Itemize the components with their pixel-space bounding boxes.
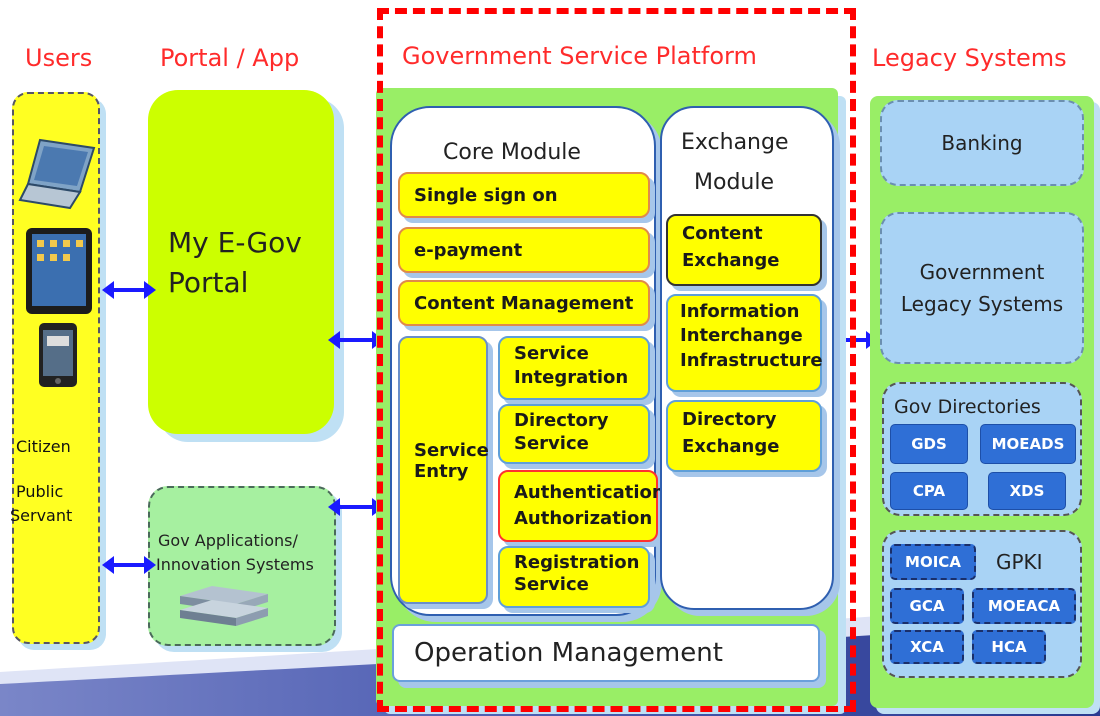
directory-service-line-1: Directory (514, 410, 609, 431)
registration-line-2: Service (514, 573, 589, 595)
directory-exchange: Directory Exchange (666, 400, 822, 472)
iii-line-1: Information (680, 301, 800, 322)
iii-line-3: Infrastructure (680, 349, 823, 371)
laptop-icon (18, 138, 96, 210)
gca-chip: GCA (890, 588, 964, 624)
platform-dashed-border (377, 8, 856, 712)
service-integration: Service Integration (498, 336, 650, 400)
core-module-title: Core Module (443, 140, 581, 165)
banking-box: Banking (880, 100, 1084, 186)
service-entry-line-2: Entry (414, 461, 469, 482)
service-integration-line-2: Integration (514, 367, 629, 389)
gov-apps-label-1: Gov Applications/ (158, 531, 298, 550)
service-integration-line-1: Service (514, 343, 589, 364)
authentication-line: Authentication (514, 482, 665, 503)
label-public: Public (16, 482, 64, 501)
exchange-title-2: Module (694, 170, 774, 195)
content-exchange-line-2: Exchange (682, 250, 780, 271)
exchange-title-1: Exchange (681, 130, 789, 155)
label-citizen: Citizen (16, 437, 71, 456)
label-servant: Servant (10, 506, 73, 525)
header-legacy: Legacy Systems (872, 44, 1067, 72)
moeaca-chip: MOEACA (972, 588, 1076, 624)
e-payment: e-payment (398, 227, 650, 273)
hca-chip: HCA (972, 630, 1046, 664)
server-icon (180, 586, 268, 626)
xds-chip: XDS (988, 472, 1066, 510)
directory-exchange-line-2: Exchange (682, 436, 780, 457)
content-management: Content Management (398, 280, 650, 326)
government-legacy-box: Government Legacy Systems (880, 212, 1084, 364)
service-entry-line-1: Service (414, 440, 489, 461)
information-interchange-infrastructure: Information Interchange Infrastructure (666, 294, 823, 392)
moica-chip: MOICA (890, 544, 976, 580)
content-exchange: Content Exchange (666, 214, 822, 286)
registration-service: Registration Service (498, 546, 650, 608)
tablet-icon (26, 228, 92, 314)
gds-chip: GDS (890, 424, 968, 464)
phone-icon (39, 323, 77, 387)
service-entry: Service Entry (398, 336, 489, 604)
directory-exchange-line-1: Directory (682, 409, 777, 430)
single-sign-on: Single sign on (398, 172, 650, 218)
authorization-line: Authorization (514, 508, 653, 530)
xca-chip: XCA (890, 630, 964, 664)
operation-management: Operation Management (392, 624, 820, 682)
directory-service: Directory Service (498, 404, 650, 464)
cpa-chip: CPA (890, 472, 968, 510)
header-portal: Portal / App (160, 44, 300, 72)
moeads-chip: MOEADS (980, 424, 1076, 464)
gov-legacy-line-2: Legacy Systems (900, 292, 1064, 316)
double-arrow-icon (102, 556, 156, 574)
authentication-authorization: Authentication Authorization (498, 470, 665, 542)
gov-legacy-line-1: Government (919, 260, 1045, 284)
my-egov-label-1: My E-Gov (168, 226, 302, 259)
double-arrow-icon (102, 281, 156, 299)
my-egov-portal-box (148, 90, 334, 434)
registration-line-1: Registration (514, 552, 640, 573)
gpki-title: GPKI (996, 550, 1043, 574)
gov-apps-label-2: Innovation Systems (156, 555, 314, 574)
header-platform: Government Service Platform (402, 42, 757, 70)
iii-line-2: Interchange (680, 325, 803, 347)
gov-directories-title: Gov Directories (894, 396, 1041, 418)
header-users: Users (25, 44, 93, 72)
directory-service-line-2: Service (514, 432, 589, 454)
content-exchange-line-1: Content (682, 223, 763, 244)
my-egov-label-2: Portal (168, 266, 249, 299)
